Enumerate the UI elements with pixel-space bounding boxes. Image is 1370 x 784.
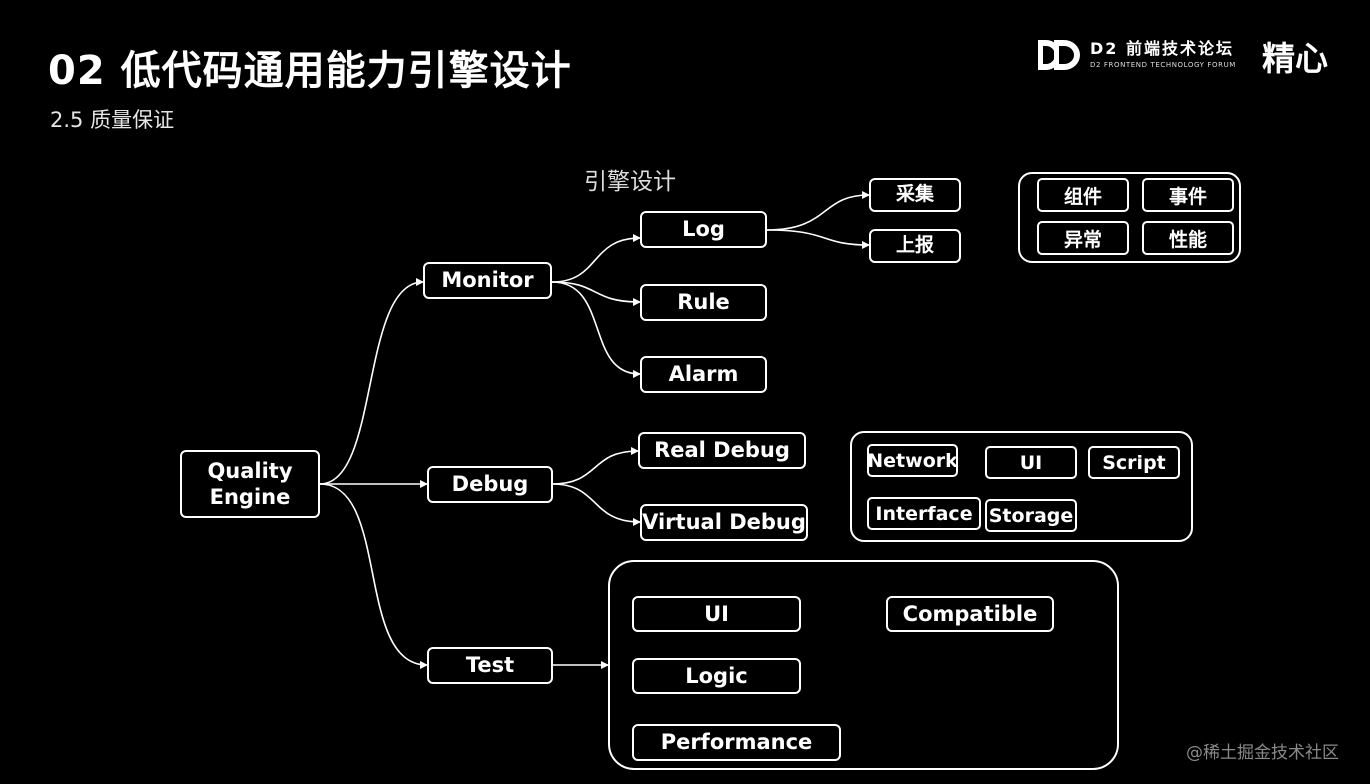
node-quality-engine: Quality Engine [180,450,320,518]
slide-subtitle: 2.5 质量保证 [50,108,175,132]
tag-exception: 异常 [1037,221,1129,255]
tag-interface: Interface [867,497,981,530]
tag-debug-ui: UI [985,446,1077,479]
node-compatible: Compatible [886,596,1054,632]
partner-logo: 精心 [1262,39,1328,78]
edge-root-test [319,483,428,669]
watermark: @稀土掘金技术社区 [1186,743,1339,763]
tag-event: 事件 [1142,178,1234,212]
node-test-ui: UI [632,596,801,632]
edge-monitor-log [551,234,641,283]
node-log: Log [640,211,767,248]
node-virtual-debug: Virtual Debug [640,504,808,541]
debug-tags-group [850,431,1193,542]
node-report: 上报 [869,229,961,263]
node-alarm: Alarm [640,356,767,393]
edge-root-monitor [319,278,424,485]
tag-component: 组件 [1037,178,1129,212]
tag-performance: 性能 [1142,221,1234,255]
tag-script: Script [1088,446,1180,479]
node-quality-engine-line1: Quality [207,458,293,483]
node-performance: Performance [632,724,841,761]
d2-double-d-logo-icon [1038,40,1080,70]
d2-brand: D2 前端技术论坛 D2 FRONTEND TECHNOLOGY FORUM [1036,38,1236,72]
node-debug: Debug [427,466,553,503]
section-label: 引擎设计 [584,169,676,195]
edge-log-report [766,229,870,249]
edge-debug-virtual [551,483,641,526]
edge-debug-real [551,447,639,485]
tag-storage: Storage [985,499,1077,532]
node-test: Test [427,647,553,684]
node-real-debug: Real Debug [638,432,806,469]
tag-network: Network [867,444,958,477]
node-rule: Rule [640,284,767,321]
node-quality-engine-line2: Engine [209,485,291,509]
node-logic: Logic [632,658,801,694]
slide-title: 02 低代码通用能力引擎设计 [48,48,572,94]
d2-brand-name: D2 前端技术论坛 [1090,39,1234,58]
test-group [608,560,1119,770]
edge-log-collect [766,191,870,231]
d2-brand-tagline: D2 FRONTEND TECHNOLOGY FORUM [1090,61,1236,69]
node-monitor: Monitor [423,262,552,299]
node-collect: 采集 [869,178,961,212]
edge-monitor-alarm [551,281,641,378]
edge-monitor-rule [551,281,641,306]
log-tags-group [1018,172,1241,263]
